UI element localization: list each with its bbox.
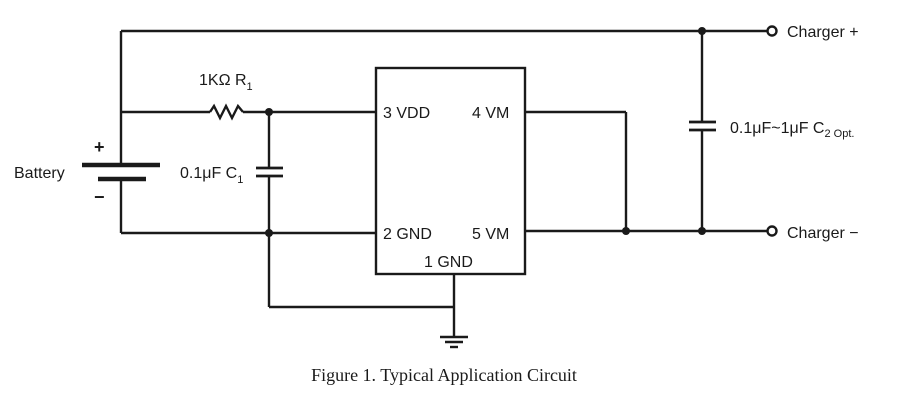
junction-dot (698, 27, 706, 35)
capacitor-c2 (689, 120, 716, 132)
resistor-r1 (209, 103, 244, 121)
battery-symbol (82, 162, 160, 182)
battery-minus-sign: − (94, 187, 105, 207)
pin-vdd-label: 3 VDD (383, 105, 430, 122)
c1-label: 0.1μF C1 (180, 165, 243, 186)
junction-dot (265, 108, 273, 116)
figure-caption: Figure 1. Typical Application Circuit (311, 365, 577, 385)
capacitor-c1 (256, 166, 283, 178)
resistor-label: 1KΩ R1 (199, 72, 253, 93)
charger-plus-label: Charger + (787, 24, 859, 41)
charger-minus-terminal (766, 225, 778, 237)
junction-dot (698, 227, 706, 235)
pin-vm4-label: 4 VM (472, 105, 509, 122)
charger-plus-terminal (766, 25, 778, 37)
pin-vm5-label: 5 VM (472, 226, 509, 243)
junction-dot (265, 229, 273, 237)
junction-dot (622, 227, 630, 235)
ic-chip (374, 66, 527, 276)
charger-minus-label: Charger − (787, 225, 859, 242)
battery-label: Battery (14, 165, 65, 182)
ground-symbol (440, 335, 468, 349)
c2-label: 0.1μF~1μF C2 Opt. (730, 120, 854, 140)
battery-plus-sign: + (94, 137, 105, 157)
pin-gnd1-label: 1 GND (424, 254, 473, 271)
pin-gnd2-label: 2 GND (383, 226, 432, 243)
